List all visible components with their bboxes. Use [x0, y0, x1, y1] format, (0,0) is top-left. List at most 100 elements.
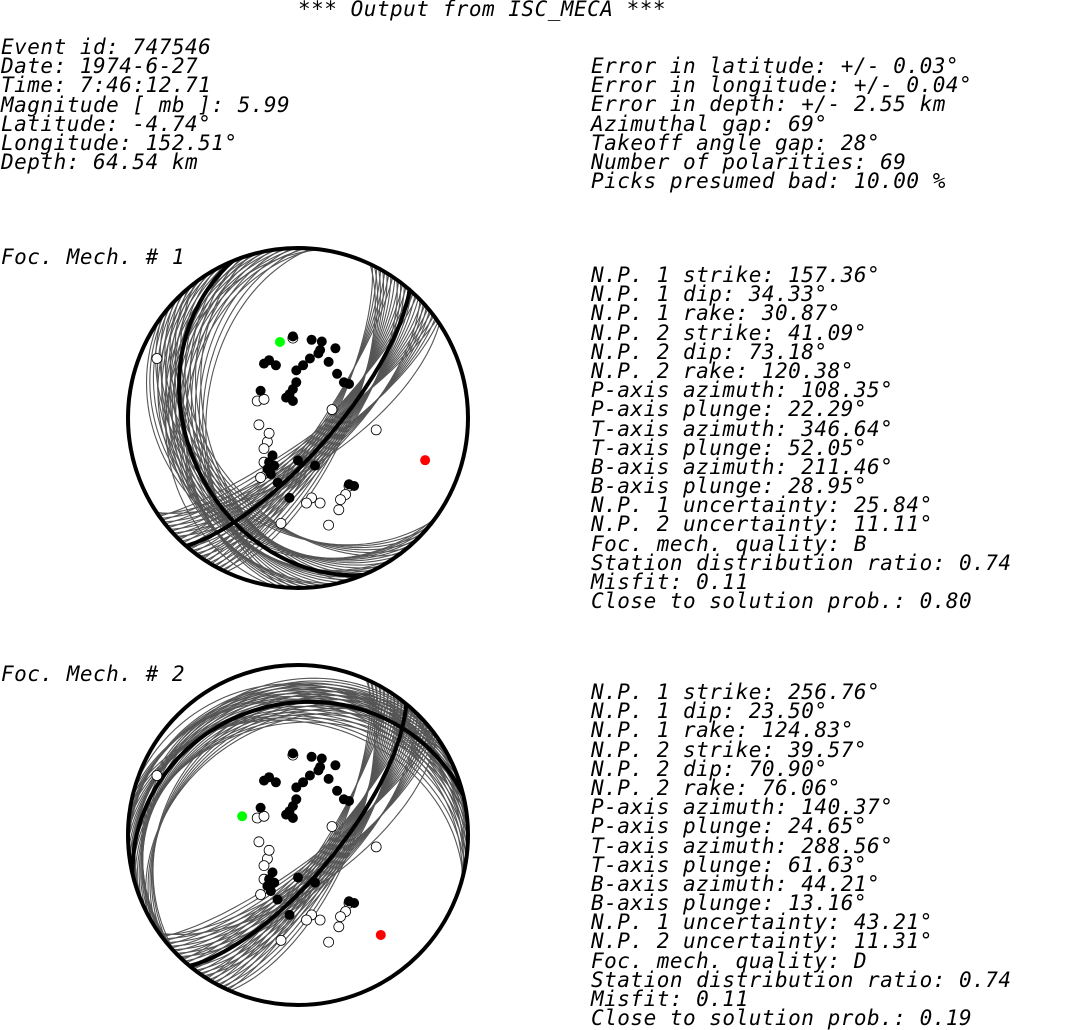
dilatation-marker [335, 911, 346, 922]
solution-plane [169, 306, 428, 530]
mechanism-param-line: N.P. 2 uncertainty: 11.11° [591, 512, 933, 537]
solution-plane [156, 297, 419, 560]
event-info-line: Event id: 747546 [1, 35, 212, 59]
plane-family [128, 677, 468, 992]
compression-marker [291, 365, 302, 376]
solution-plane [152, 304, 426, 559]
mechanism-param-line: N.P. 2 dip: 73.18° [591, 339, 828, 364]
mechanism-param-line: Close to solution prob.: 0.80 [591, 589, 973, 614]
compression-marker [304, 770, 315, 781]
solution-plane [196, 698, 400, 973]
dilatation-marker [326, 821, 338, 832]
solution-plane [165, 249, 322, 587]
solution-plane [194, 257, 355, 579]
event-info-line: Date: 1974-6-27 [1, 54, 199, 79]
compression-marker [330, 760, 341, 771]
dilatation-marker [151, 353, 163, 364]
compression-marker [284, 909, 295, 920]
mechanism-param-line: B-axis azimuth: 44.21° [591, 871, 881, 896]
compression-marker [313, 348, 324, 359]
compression-marker [272, 477, 283, 488]
error-info-line: Error in longitude: +/- 0.04° [591, 73, 973, 98]
mechanism-param-line: B-axis azimuth: 211.46° [591, 454, 894, 479]
mechanism-param-line: T-axis plunge: 61.63° [591, 852, 868, 877]
mechanism-param-line: P-axis azimuth: 140.37° [591, 795, 894, 820]
compression-marker [310, 460, 320, 471]
dilatation-marker [263, 844, 275, 856]
compression-marker [323, 356, 334, 367]
compression-marker [298, 777, 309, 788]
dilatation-marker [255, 889, 266, 900]
dilatation-marker [314, 914, 326, 926]
compression-marker [270, 777, 281, 788]
focal-sphere-outline [126, 246, 470, 590]
compression-marker [270, 360, 281, 371]
dilatation-marker [263, 427, 275, 439]
mechanism-param-line: N.P. 1 rake: 30.87° [591, 301, 841, 326]
compression-marker [259, 358, 269, 369]
compression-marker [349, 898, 360, 908]
compression-marker [306, 334, 317, 345]
solution-plane [177, 714, 420, 956]
solution-plane [200, 254, 346, 582]
solution-plane [164, 729, 432, 942]
nodal-plane [130, 699, 466, 874]
solution-plane [180, 282, 401, 557]
compression-marker [313, 765, 324, 776]
dilatation-marker [370, 424, 382, 436]
dilatation-marker [326, 404, 338, 415]
compression-marker [304, 353, 315, 364]
compression-marker [272, 894, 283, 905]
mechanism-param-line: N.P. 2 strike: 39.57° [591, 737, 868, 762]
solution-plane [128, 712, 468, 849]
solution-plane [161, 732, 435, 938]
solution-plane [171, 248, 318, 588]
solution-plane [205, 248, 312, 588]
plane-family [145, 248, 440, 588]
mechanism-param-line: B-axis plunge: 13.16° [591, 891, 868, 916]
solution-plane [197, 280, 400, 556]
nodal-plane [177, 259, 364, 578]
compression-marker [316, 753, 327, 764]
event-info-line: Magnitude [ mb ]: 5.99 [1, 92, 291, 117]
t-axis-marker [237, 811, 248, 822]
mechanism-param-line: N.P. 1 strike: 157.36° [591, 263, 881, 287]
compression-marker [330, 343, 341, 354]
event-info-line: Time: 7:46:12.71 [1, 73, 212, 98]
error-info-line: Error in depth: +/- 2.55 km [591, 92, 946, 117]
dilatation-marker [333, 921, 345, 933]
compression-marker [287, 331, 298, 342]
dilatation-marker [255, 472, 266, 483]
error-info-line: Number of polarities: 69 [591, 149, 907, 174]
p-axis-marker [420, 455, 431, 466]
solution-plane [159, 736, 438, 936]
mechanism-param-line: Foc. mech. quality: D [591, 948, 868, 973]
solution-plane [216, 685, 382, 986]
mechanism-param-line: Station distribution ratio: 0.74 [591, 550, 1012, 575]
compression-marker [323, 773, 334, 784]
compression-marker [332, 368, 343, 379]
mechanism-param-line: Foc. mech. quality: B [591, 531, 868, 556]
dilatation-marker [323, 519, 335, 531]
mechanism-param-line: N.P. 1 dip: 23.50° [591, 699, 828, 724]
compression-marker [349, 481, 360, 491]
mechanism-param-line: T-axis azimuth: 346.64° [591, 416, 894, 441]
mechanism-param-line: Misfit: 0.11 [591, 570, 749, 594]
solution-plane [128, 721, 468, 856]
solution-plane [172, 720, 425, 951]
dilatation-marker [335, 494, 346, 505]
mechanism-param-line: N.P. 1 uncertainty: 25.84° [591, 493, 933, 518]
mechanism-param-line: N.P. 1 rake: 124.83° [591, 718, 854, 743]
focal-mechanism-2-label: Foc. Mech. # 2 [1, 662, 186, 686]
compression-marker [255, 802, 266, 813]
focal-mechanism-2-params: N.P. 1 strike: 256.76°N.P. 1 dip: 23.50°… [591, 681, 1012, 1028]
dilatation-marker [258, 810, 270, 822]
mechanism-param-line: T-axis azimuth: 288.56° [591, 833, 894, 858]
mechanism-param-line: N.P. 1 uncertainty: 43.21° [591, 910, 933, 935]
mechanism-param-line: Misfit: 0.11 [591, 987, 749, 1011]
solution-plane [132, 719, 464, 877]
error-info-line: Picks presumed bad: 10.00 % [591, 169, 946, 194]
solution-plane [135, 683, 464, 886]
solution-plane [167, 725, 429, 945]
